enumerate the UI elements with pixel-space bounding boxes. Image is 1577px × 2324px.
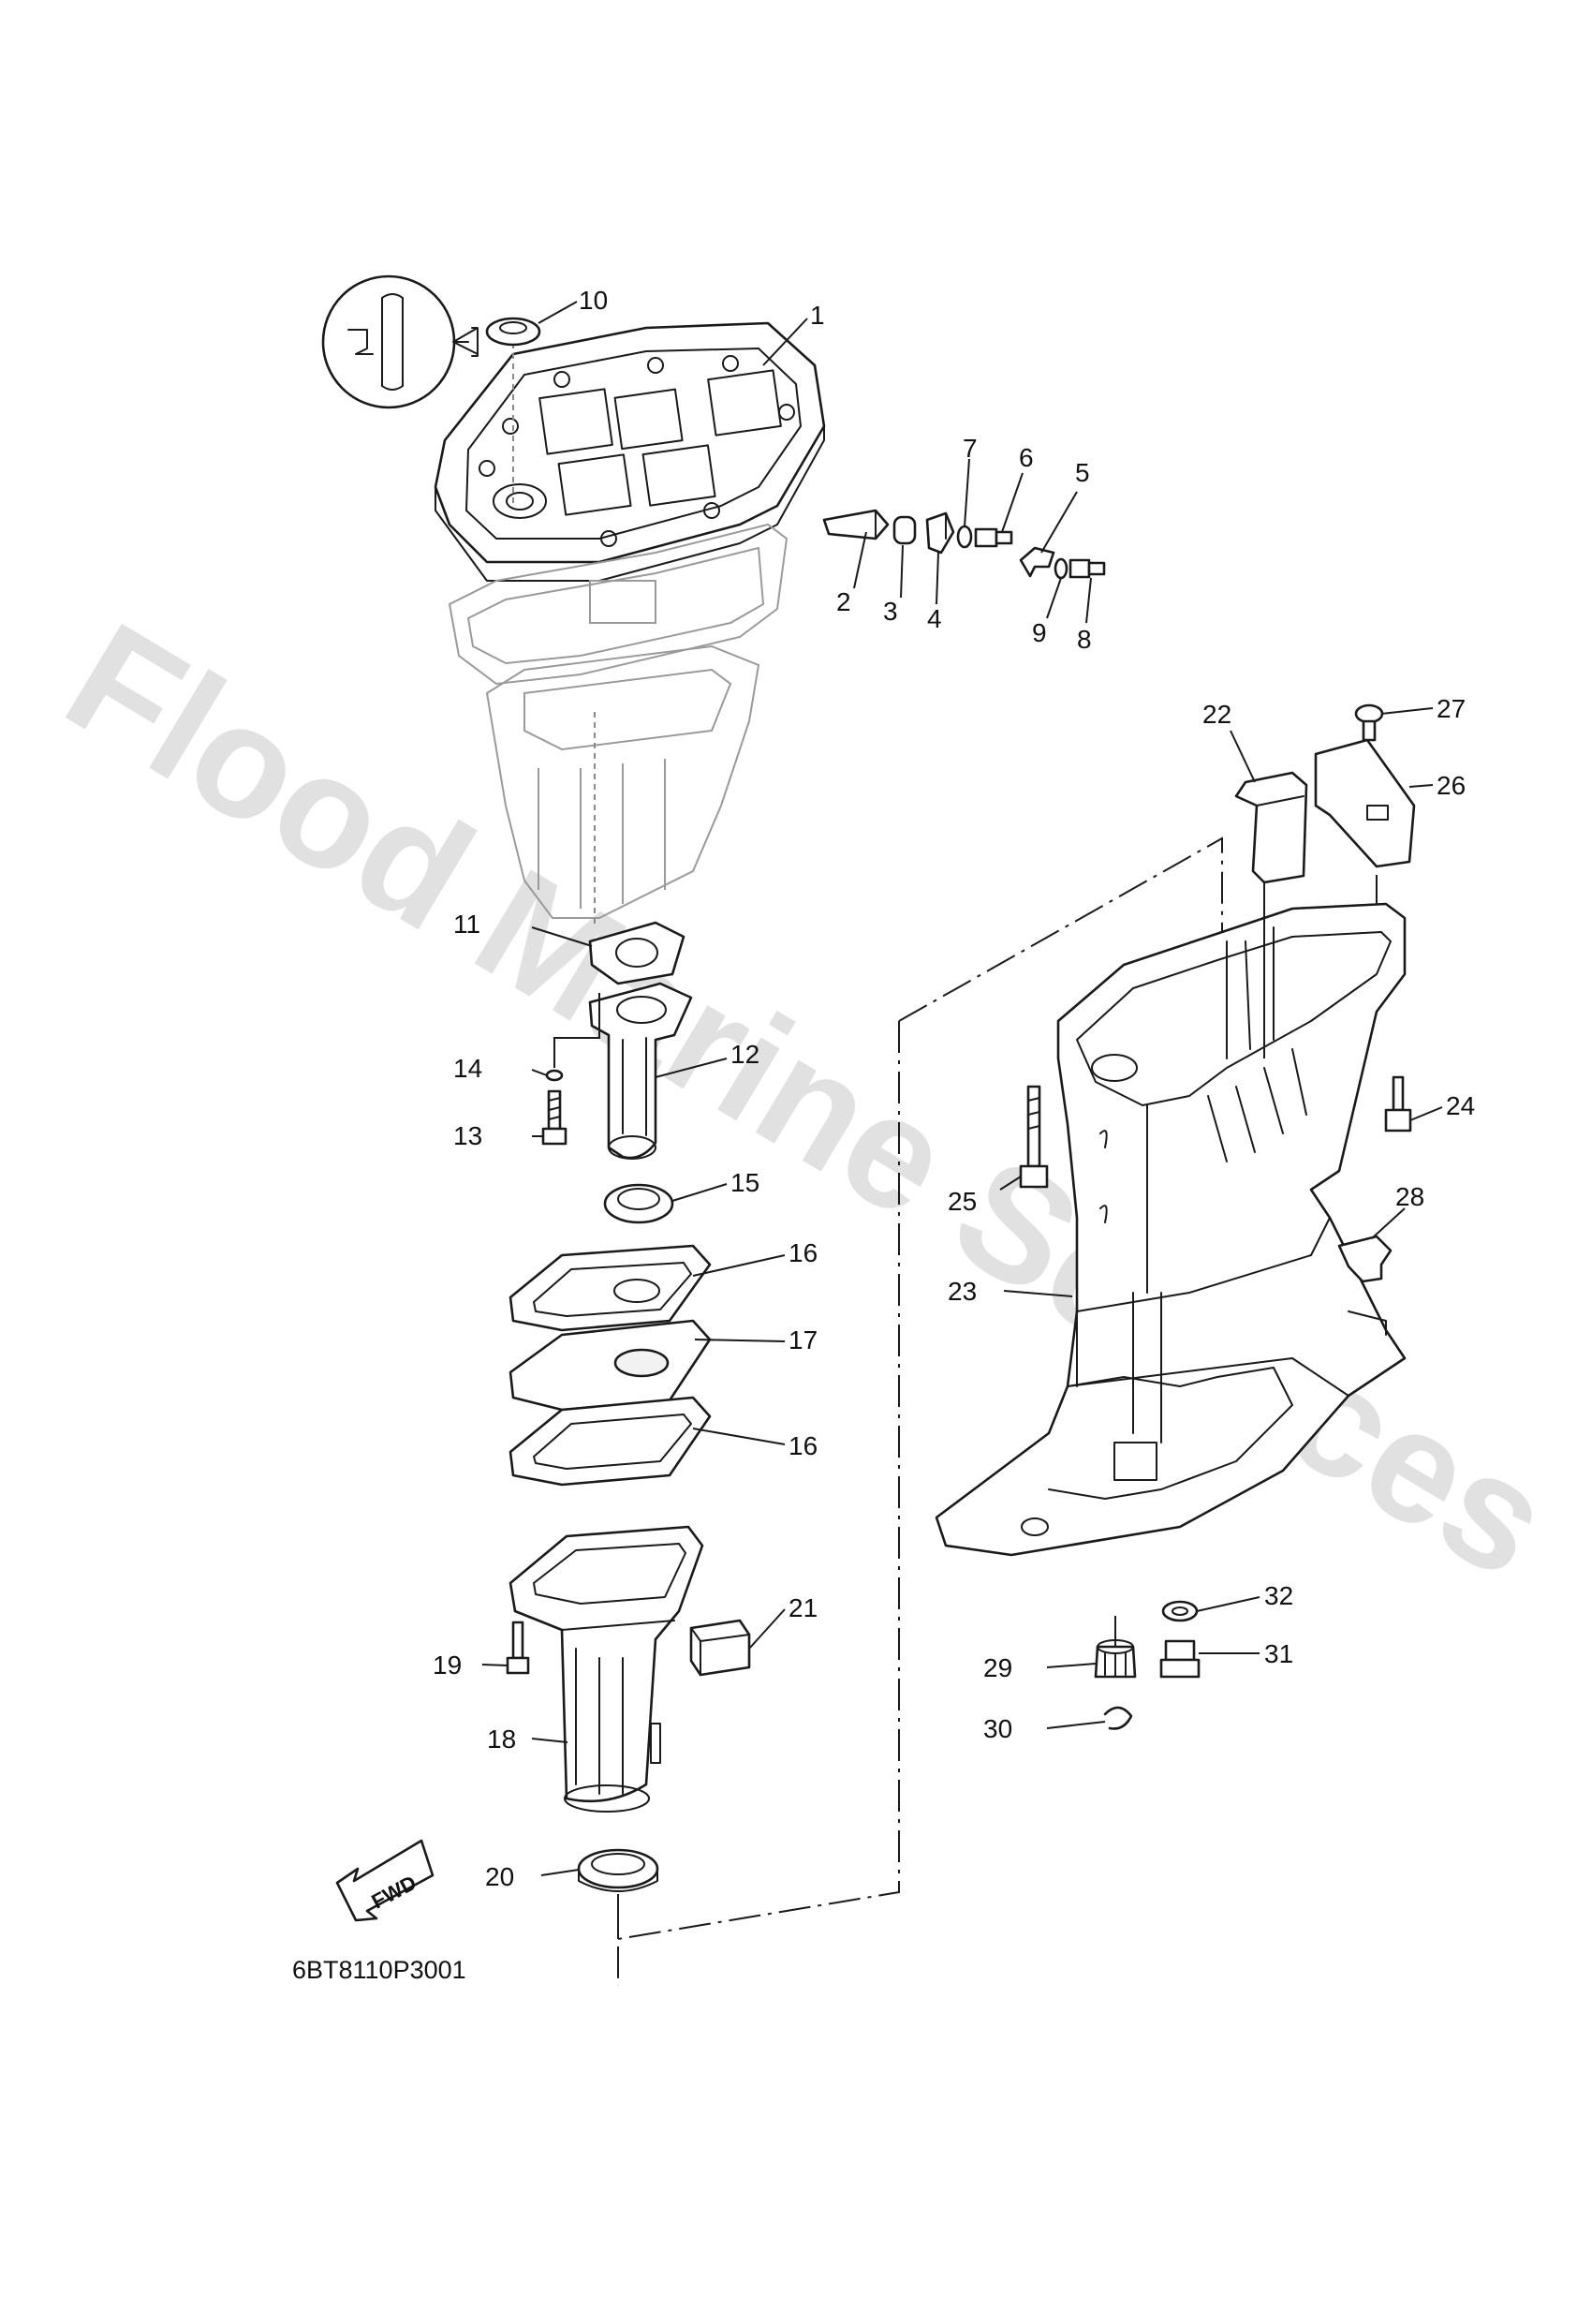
part-16-upper-gasket [508, 1244, 712, 1332]
callout-2: 2 [836, 587, 851, 616]
part-7-washer [956, 525, 973, 549]
part-31-plug [1159, 1639, 1201, 1679]
callout-22: 22 [1202, 700, 1231, 729]
part-9-washer [1054, 557, 1069, 580]
callout-16a: 16 [788, 1238, 818, 1267]
callout-12: 12 [730, 1040, 759, 1069]
callout-11: 11 [453, 910, 480, 939]
callout-32: 32 [1264, 1581, 1293, 1610]
callout-20: 20 [485, 1862, 514, 1891]
part-10-oil-seal [485, 317, 541, 347]
callout-14: 14 [453, 1054, 482, 1083]
callout-18: 18 [487, 1724, 516, 1754]
part-15-seal-ring [603, 1183, 674, 1224]
callout-17: 17 [788, 1325, 818, 1354]
part-16-lower-gasket [508, 1396, 712, 1487]
callout-8: 8 [1077, 625, 1092, 654]
part-28-grommet [1337, 1235, 1393, 1283]
part-21-rubber-block [689, 1619, 751, 1677]
callout-1: 1 [810, 301, 825, 330]
part-3-grommet [892, 515, 917, 545]
callout-27: 27 [1437, 694, 1466, 723]
part-32-washer [1161, 1600, 1199, 1622]
callout-9: 9 [1032, 618, 1047, 647]
part-4-bracket [925, 511, 955, 555]
part-24-bolt [1384, 1075, 1412, 1132]
part-12-exhaust-guide [588, 982, 693, 1160]
part-18-muffler [508, 1525, 704, 1813]
callout-21: 21 [788, 1593, 818, 1622]
part-6-bolt [974, 527, 1013, 548]
part-2-clip [822, 509, 890, 540]
callout-30: 30 [983, 1714, 1012, 1743]
ghost-gasket-outline [448, 523, 788, 686]
callout-labels: 1 2 3 4 5 6 7 8 9 10 11 12 13 14 15 16 1… [433, 286, 1475, 1891]
part-1-upper-casing [434, 321, 826, 582]
part-8-bolt [1069, 558, 1106, 579]
callout-28: 28 [1395, 1182, 1424, 1211]
drawing-code: 6BT8110P3001 [292, 1956, 466, 1984]
callout-4: 4 [927, 604, 942, 633]
part-14-washer [545, 1069, 564, 1082]
detail-inset [321, 274, 479, 409]
callout-6: 6 [1019, 443, 1034, 472]
callout-26: 26 [1437, 771, 1466, 800]
callout-23: 23 [948, 1277, 977, 1306]
part-13-bolt [541, 1089, 567, 1146]
callout-19: 19 [433, 1650, 462, 1680]
part-27-screw [1354, 703, 1384, 742]
ghost-oil-pan-outline [485, 644, 760, 927]
callout-15: 15 [730, 1168, 759, 1197]
leader-lines [481, 301, 1443, 1876]
part-5-clamp [1019, 546, 1055, 578]
callout-31: 31 [1264, 1639, 1293, 1668]
part-23-upper-case [935, 902, 1407, 1557]
part-22-bracket [1234, 771, 1308, 1058]
fwd-arrow: FWD [335, 1839, 435, 1922]
part-11-gasket [588, 921, 685, 985]
callout-5: 5 [1075, 458, 1090, 487]
part-19-bolt [506, 1621, 530, 1675]
callout-10: 10 [579, 286, 608, 315]
callout-29: 29 [983, 1653, 1012, 1682]
part-26-cover-plate [1314, 738, 1416, 868]
callout-7: 7 [963, 434, 978, 463]
callout-25: 25 [948, 1187, 977, 1216]
part-17-plate [508, 1319, 712, 1412]
part-30-circlip [1103, 1706, 1133, 1730]
callout-3: 3 [883, 597, 898, 626]
callout-16b: 16 [788, 1431, 818, 1460]
callout-13: 13 [453, 1121, 482, 1150]
callout-24: 24 [1446, 1091, 1475, 1120]
leader-14-bracket [553, 993, 600, 1068]
part-20-seal [577, 1848, 659, 1892]
